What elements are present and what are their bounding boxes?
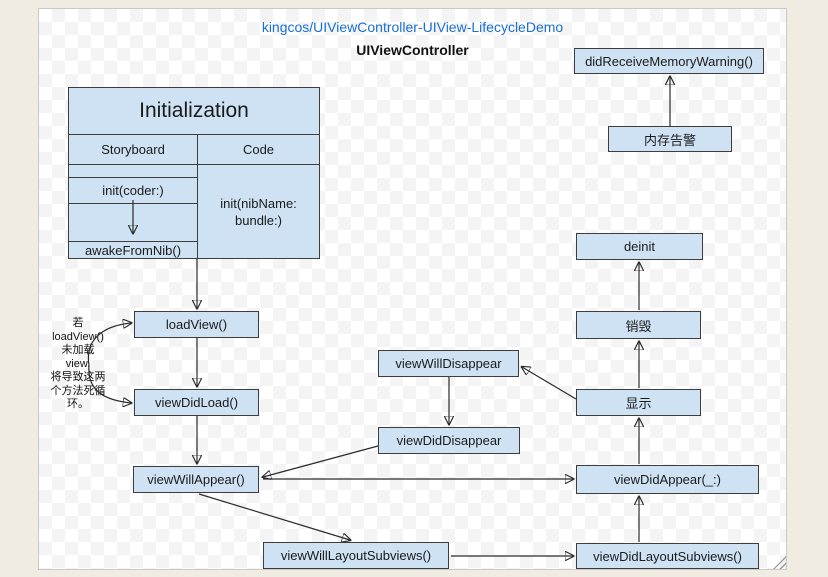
column-storyboard: Storyboard <box>69 135 198 164</box>
annotation-line: 环。 <box>67 398 89 410</box>
node-display-cn: 显示 <box>576 389 701 416</box>
init-nibname-line2: bundle:) <box>235 212 282 228</box>
column-code: Code <box>242 142 275 157</box>
cell-init-coder: init(coder:) <box>69 178 197 204</box>
node-memory-warning-cn: 内存告警 <box>608 126 732 152</box>
storyboard-column-cells: init(coder:) awakeFromNib() <box>69 165 198 258</box>
node-view-will-layout-subviews: viewWillLayoutSubviews() <box>263 542 449 569</box>
node-view-did-disappear: viewDidDisappear <box>378 427 520 454</box>
spacer-row <box>69 165 197 178</box>
node-destroy-cn: 销毁 <box>576 311 701 339</box>
annotation-line: view, <box>65 357 91 370</box>
node-view-will-disappear: viewWillDisappear <box>378 350 519 377</box>
diagram-canvas: kingcos/UIViewController-UIView-Lifecycl… <box>38 8 787 570</box>
node-did-receive-memory-warning: didReceiveMemoryWarning() <box>574 48 764 74</box>
edge-display-to-viewwilldisappear <box>522 367 577 400</box>
diagram-subtitle: UIViewController <box>356 42 469 58</box>
table-header: Initialization <box>69 88 319 135</box>
arrow-row <box>69 204 197 242</box>
initialization-table: Initialization Storyboard Code init(code… <box>68 87 320 259</box>
resize-handle-icon[interactable] <box>773 556 786 569</box>
edge-viewwillappear-to-viewwilllayout <box>198 493 350 540</box>
node-view-did-load: viewDidLoad() <box>134 389 259 416</box>
annotation-line: 个方法死循 <box>50 384 106 397</box>
annotation-line: loadView() <box>52 330 104 343</box>
annotation-line: 若 <box>72 317 84 329</box>
table-body: init(coder:) awakeFromNib() init(nibName… <box>69 165 319 258</box>
node-view-did-layout-subviews: viewDidLayoutSubviews() <box>576 543 759 569</box>
annotation-line: 将导致这两 <box>50 371 106 383</box>
node-deinit: deinit <box>576 233 703 260</box>
repo-title-link[interactable]: kingcos/UIViewController-UIView-Lifecycl… <box>261 19 564 35</box>
node-view-did-appear: viewDidAppear(_:) <box>576 465 759 494</box>
init-nibname-line1: init(nibName: <box>220 195 297 211</box>
edge-viewdiddisappear-to-viewwillappear <box>263 445 379 477</box>
annotation-line: 未加载 <box>61 344 95 356</box>
cell-awake-from-nib: awakeFromNib() <box>84 242 182 258</box>
dead-loop-annotation: 若 loadView() 未加载 view, 将导致这两 个方法死循 环。 <box>39 317 117 412</box>
cell-init-nibname: init(nibName: bundle:) <box>198 165 319 258</box>
node-view-will-appear: viewWillAppear() <box>133 466 259 493</box>
table-column-headers: Storyboard Code <box>69 135 319 165</box>
node-load-view: loadView() <box>134 311 259 338</box>
